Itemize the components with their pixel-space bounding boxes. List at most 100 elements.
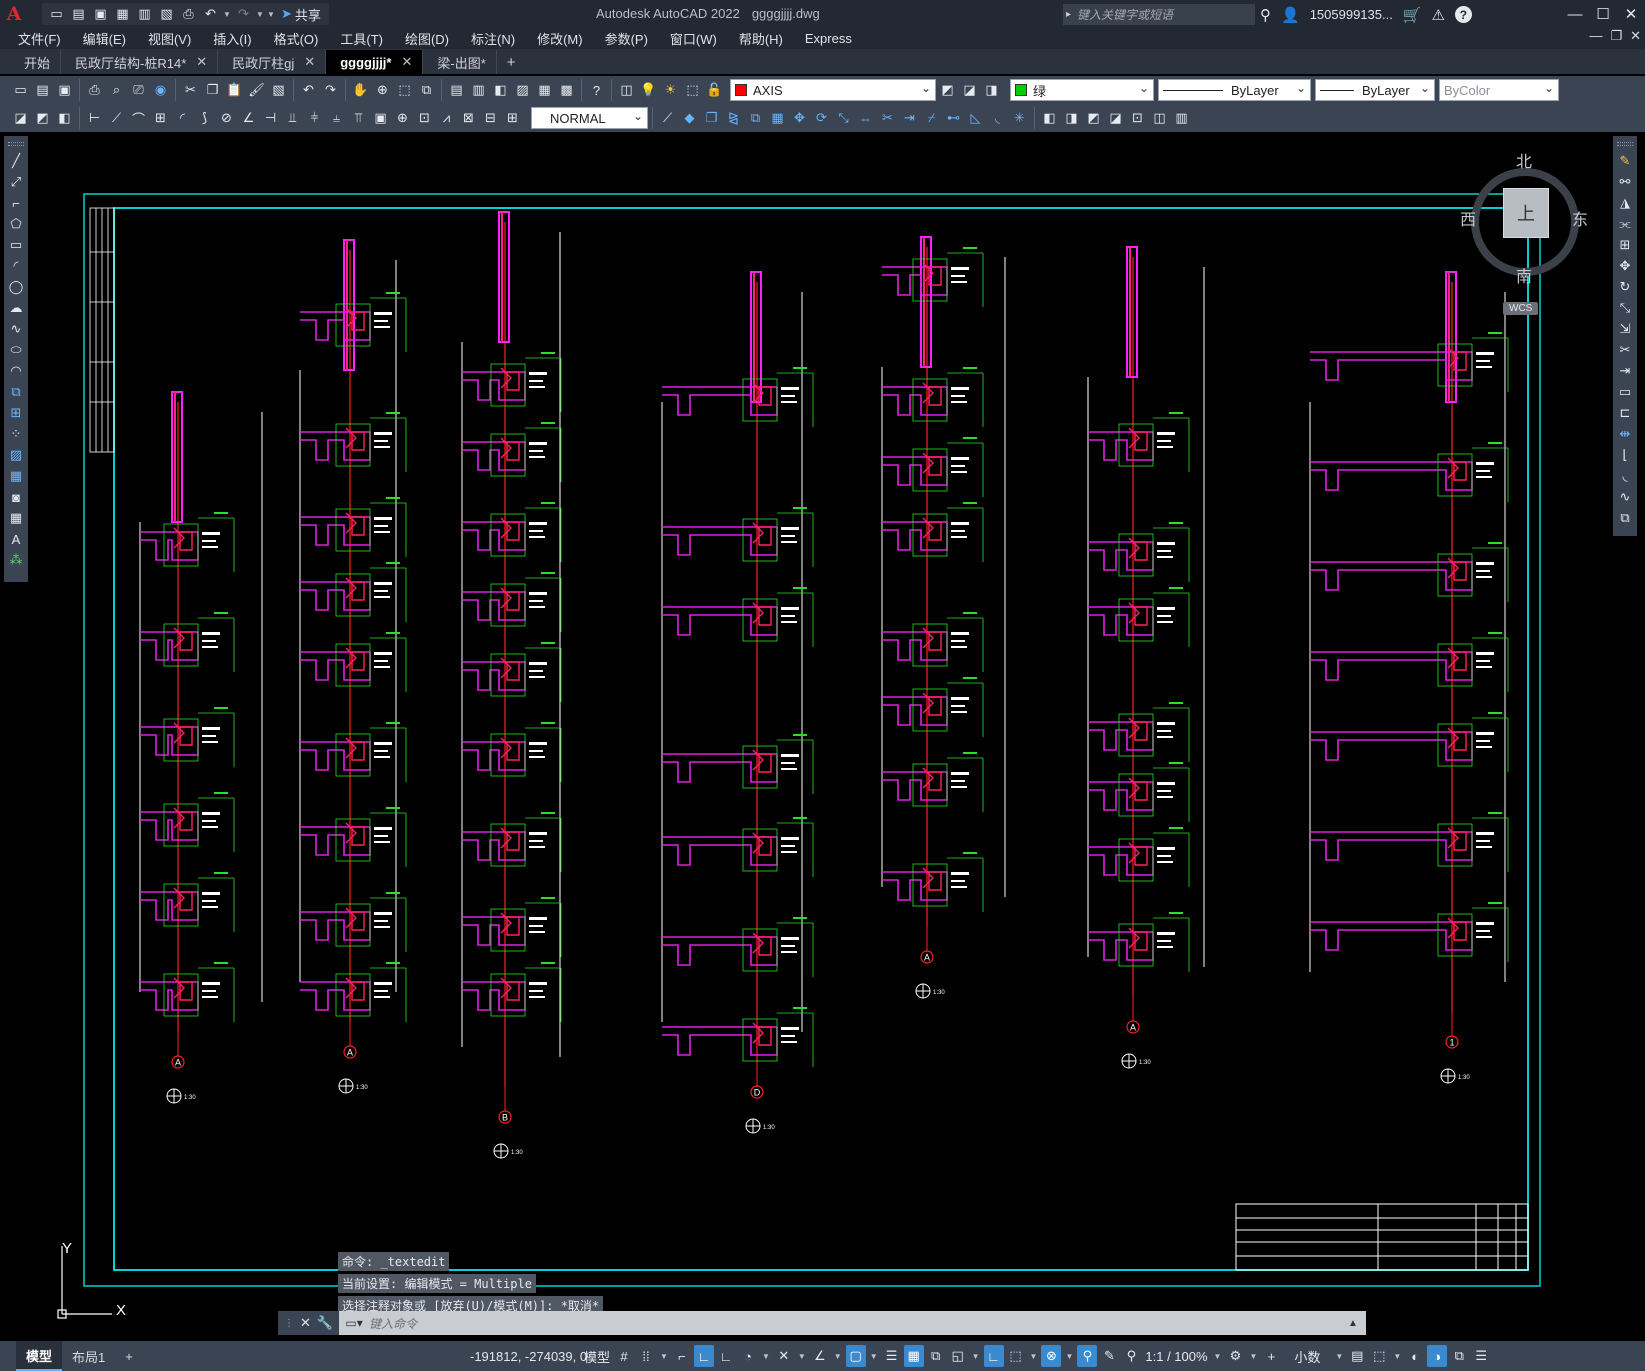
save-icon[interactable]: ▣ <box>58 82 71 97</box>
publish-icon[interactable]: ⎚ <box>133 82 144 97</box>
layer-walk-icon[interactable]: ◧ <box>58 110 71 125</box>
layer-previous-icon[interactable]: ◪ <box>963 82 976 97</box>
move-icon[interactable]: ✥ <box>794 110 805 125</box>
open-icon[interactable]: ▤ <box>36 82 49 97</box>
compass-north[interactable]: 北 <box>1516 154 1533 171</box>
close-icon[interactable]: ✕ <box>1624 6 1638 23</box>
layer-dropdown[interactable]: AXIS <box>730 79 936 101</box>
compass-south[interactable]: 南 <box>1516 269 1533 286</box>
scale-icon[interactable]: ⤡ <box>1619 300 1631 315</box>
point-icon[interactable]: ⁘ <box>10 426 22 441</box>
move-icon[interactable]: ✥ <box>1619 258 1631 273</box>
plot-icon[interactable]: ⎙ <box>183 6 194 21</box>
blend-curves-icon[interactable]: ∿ <box>1619 489 1631 504</box>
units-value[interactable]: 小数 <box>1294 1349 1321 1365</box>
radius-dimension-icon[interactable]: ◜ <box>179 110 186 125</box>
infer-constraints-icon[interactable]: ⌐ <box>678 1348 686 1364</box>
dynamic-ucs-icon[interactable]: ∟ <box>983 1345 1004 1367</box>
menu-express[interactable]: Express <box>804 31 852 46</box>
array-icon[interactable]: ⊞ <box>1619 237 1631 252</box>
search-icon[interactable]: ⚲ <box>1260 6 1271 24</box>
table-icon[interactable]: ▦ <box>9 510 23 525</box>
make-current-layer-icon[interactable]: ◩ <box>941 82 954 97</box>
doc-minimize-icon[interactable]: — <box>1589 28 1603 43</box>
user-icon[interactable]: 👤 <box>1281 6 1300 24</box>
mirror-icon[interactable]: ⧎ <box>728 110 739 125</box>
menu-file[interactable]: 文件(F) <box>18 32 61 47</box>
new-tab-icon[interactable]: + <box>506 53 516 71</box>
workspace-icon[interactable]: ◪ <box>14 110 27 125</box>
block-editor-icon[interactable]: ▧ <box>272 82 285 97</box>
trim-icon[interactable]: ✂ <box>1619 342 1631 357</box>
customization-icon[interactable]: ☰ <box>1475 1348 1488 1363</box>
circle-icon[interactable]: ◯ <box>8 279 24 294</box>
menu-view[interactable]: 视图(V) <box>147 32 192 47</box>
viewcube-top-face[interactable]: 上 <box>1503 188 1549 238</box>
multiline-text-icon[interactable]: A <box>11 531 21 547</box>
match-properties-icon[interactable]: 🖌 <box>248 82 265 97</box>
join-icon[interactable]: ⊷ <box>947 110 960 125</box>
new-icon[interactable]: ▭ <box>14 82 27 97</box>
undo-icon[interactable]: ↶ <box>303 82 314 97</box>
erase-icon[interactable]: ◆ <box>684 110 695 125</box>
layer-viewport-icon[interactable]: ⬚ <box>686 82 699 97</box>
ortho-icon[interactable]: ∟ <box>693 1345 714 1367</box>
calculator-icon[interactable]: ▩ <box>560 82 573 97</box>
color-dropdown[interactable]: 绿 <box>1010 79 1154 101</box>
clean-screen-icon[interactable]: ⧉ <box>1454 1348 1464 1363</box>
isodraft-icon[interactable]: ✕ <box>778 1348 790 1363</box>
dimension-update-icon[interactable]: ⊞ <box>507 110 518 125</box>
close-tab-icon[interactable]: ✕ <box>401 54 413 69</box>
viewcube-compass-ring[interactable] <box>1471 168 1579 276</box>
make-block-icon[interactable]: ⊞ <box>10 405 22 420</box>
dimension-edit-icon[interactable]: ⊠ <box>463 110 474 125</box>
chamfer-icon[interactable]: ⌊ <box>1622 447 1628 462</box>
isolate-objects-icon[interactable]: ◐ <box>1411 1348 1420 1364</box>
3d-dwf-icon[interactable]: ◉ <box>154 82 167 97</box>
continue-dimension-icon[interactable]: ⫩ <box>310 110 319 125</box>
autodesk-app-icon[interactable]: ⚠ <box>1431 6 1445 24</box>
search-input[interactable]: 键入关键字或短语 <box>1063 4 1255 25</box>
graphics-performance-icon[interactable]: ◑ <box>1427 1345 1448 1367</box>
construction-line-icon[interactable]: ⤢ <box>10 174 22 189</box>
minimize-icon[interactable]: — <box>1567 5 1583 23</box>
break-icon[interactable]: ⌿ <box>927 110 936 125</box>
xref-icon[interactable]: ◩ <box>36 110 49 125</box>
menu-insert[interactable]: 插入(I) <box>213 32 252 47</box>
eraser-icon[interactable]: ✎ <box>1619 153 1631 168</box>
redo-dropdown-icon[interactable]: ▼ <box>256 9 264 19</box>
layer-freeze-icon[interactable]: ☀ <box>664 82 677 97</box>
baseline-dimension-icon[interactable]: ⫫ <box>288 110 297 125</box>
transparency-icon[interactable]: ▦ <box>903 1345 924 1367</box>
selection-cycling-icon[interactable]: ⧉ <box>930 1348 941 1363</box>
line-icon[interactable]: ╱ <box>12 153 20 168</box>
redo-icon[interactable]: ↷ <box>238 6 249 21</box>
zoom-realtime-icon[interactable]: ⊕ <box>377 82 388 97</box>
customize-command-icon[interactable]: 🔧 <box>316 1315 334 1330</box>
ordinate-dimension-icon[interactable]: ⊞ <box>155 110 166 125</box>
menu-draw[interactable]: 绘图(D) <box>404 32 450 47</box>
object-snap-tracking-icon[interactable]: ∠ <box>813 1348 826 1363</box>
command-prompt-icon[interactable]: ▭▾ <box>345 1316 363 1330</box>
compass-east[interactable]: 东 <box>1572 212 1589 229</box>
lineweight-dropdown[interactable]: ByLayer <box>1315 79 1435 101</box>
close-tab-icon[interactable]: ✕ <box>304 54 316 69</box>
tab-layout1[interactable]: 布局1 <box>72 1349 106 1365</box>
model-space-toggle[interactable]: 模型 <box>584 1349 611 1365</box>
draworder-above-icon[interactable]: ◩ <box>1087 110 1100 125</box>
command-history-toggle-icon[interactable]: ▲ <box>1348 1317 1358 1329</box>
grid-icon[interactable]: # <box>620 1348 628 1364</box>
polar-tracking-icon[interactable]: ◔ <box>744 1348 752 1364</box>
doc-restore-icon[interactable]: ❐ <box>1610 28 1623 43</box>
mirror-icon[interactable]: ◮ <box>1620 195 1630 210</box>
plotstyle-dropdown[interactable]: ByColor <box>1439 79 1559 101</box>
help-icon[interactable]: ? <box>592 82 601 98</box>
save-icon[interactable]: ▣ <box>94 6 107 21</box>
print-preview-icon[interactable]: ⌕ <box>112 82 121 97</box>
lineweight-icon[interactable]: ☰ <box>885 1348 898 1363</box>
palette-grip[interactable] <box>8 142 24 146</box>
copy-object-icon[interactable]: ❐ <box>705 110 718 125</box>
maximize-icon[interactable]: ☐ <box>1596 6 1610 23</box>
scale-icon[interactable]: ⤡ <box>838 110 849 125</box>
